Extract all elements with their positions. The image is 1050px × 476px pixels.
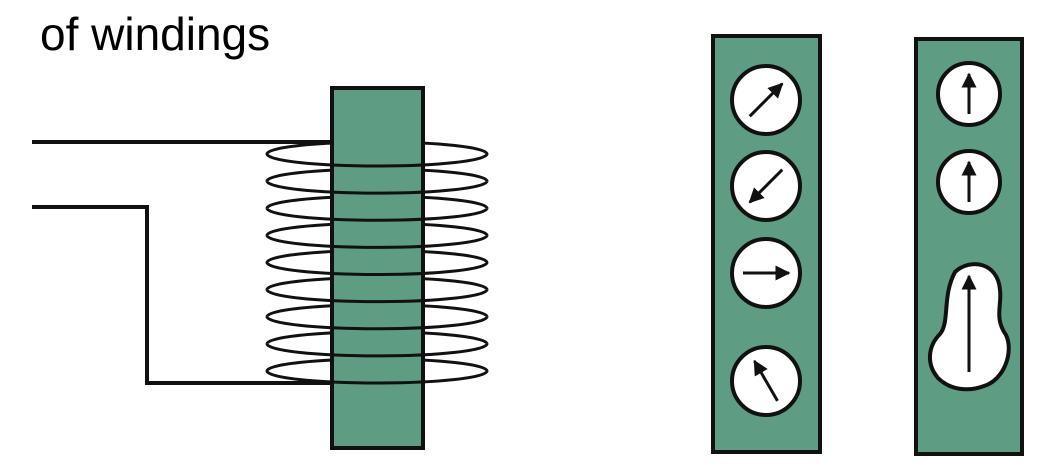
magnetized-bar (914, 37, 1024, 456)
domain-arrow (748, 168, 784, 204)
magnetic-domain (730, 64, 802, 136)
coil-turn-front (265, 289, 489, 304)
aligned-domains (928, 61, 1011, 392)
magnetic-domain (730, 345, 802, 417)
coil-turn-front (265, 370, 489, 385)
iron-core (330, 86, 425, 450)
caption: of windings (40, 8, 271, 60)
magnetic-domain (730, 150, 802, 222)
coil-turn-front (265, 234, 489, 249)
coil-turn-front (265, 316, 489, 331)
lead-wire-bottom (32, 205, 330, 385)
coil-turn-front (265, 207, 489, 222)
coil-turn-front (265, 153, 489, 168)
coil-turn-front (265, 180, 489, 195)
magnetic-domain (936, 61, 1002, 127)
unmagnetized-bar (711, 34, 822, 454)
domain-arrow (753, 359, 779, 402)
domain-arrow (748, 82, 784, 118)
random-domains (730, 64, 802, 417)
coil-turn-front (265, 262, 489, 276)
coil-front-turns (265, 153, 489, 385)
magnetic-domain (730, 237, 802, 309)
solenoid (32, 86, 489, 450)
coil-turn-front (265, 343, 489, 358)
magnetic-domain (936, 149, 1002, 215)
